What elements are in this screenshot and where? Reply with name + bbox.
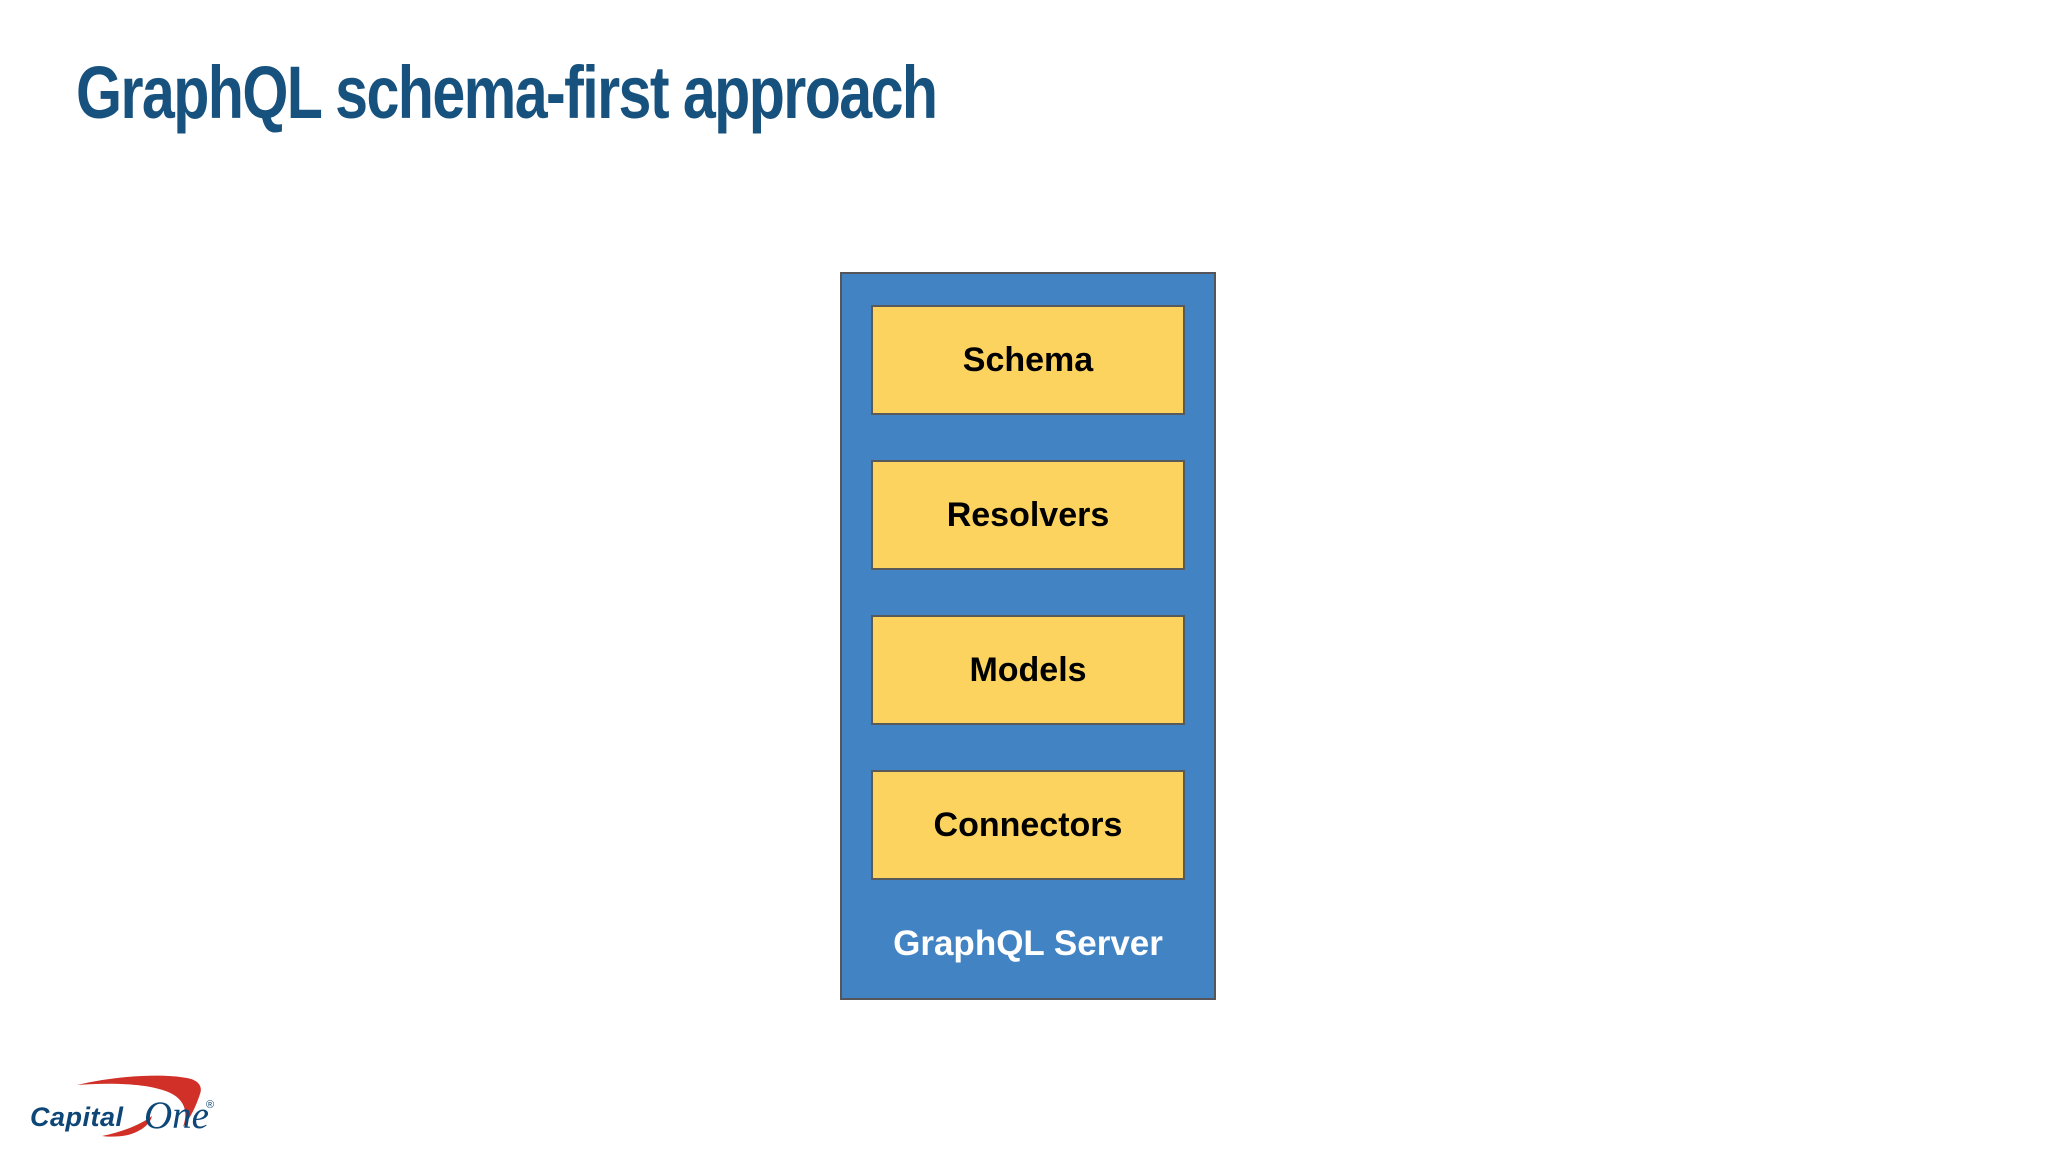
layer-box-connectors: Connectors [871, 770, 1185, 880]
registered-mark: ® [206, 1099, 214, 1111]
graphql-server-container: Schema Resolvers Models Connectors Graph… [840, 272, 1216, 1000]
logo-text-one: One [144, 1094, 209, 1137]
swoosh-lower-icon [102, 1116, 152, 1137]
layer-label: Connectors [933, 805, 1123, 844]
page-title: GraphQL schema-first approach [76, 51, 938, 134]
layer-label: Resolvers [946, 495, 1110, 534]
capital-one-logo-svg: Capital One ® [30, 1075, 214, 1137]
layer-box-schema: Schema [871, 305, 1185, 415]
logo-text-capital: Capital [30, 1102, 124, 1132]
layer-label: Models [969, 650, 1087, 689]
swoosh-upper-icon [77, 1075, 201, 1127]
capital-one-logo: Capital One ® [30, 1072, 226, 1140]
layer-label: Schema [962, 340, 1094, 379]
layer-box-resolvers: Resolvers [871, 460, 1185, 570]
layer-box-models: Models [871, 615, 1185, 725]
server-label: GraphQL Server [893, 924, 1163, 963]
